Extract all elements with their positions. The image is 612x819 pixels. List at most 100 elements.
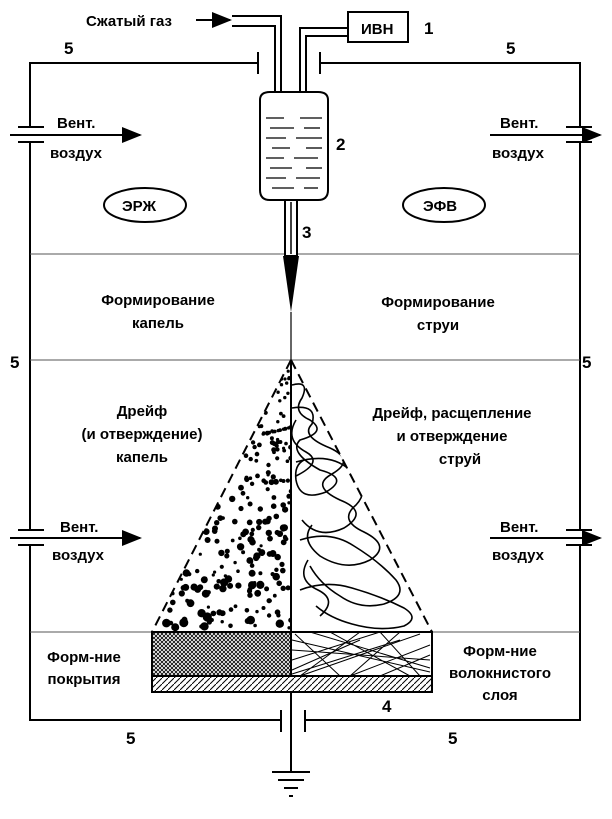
droplet [285,381,289,385]
capacitor-plates [18,52,592,732]
droplet [200,576,208,584]
droplet [227,582,234,589]
coating-1: Форм-ние [47,649,121,666]
label-5-bottom-right: 5 [448,729,457,748]
droplet [274,567,279,572]
droplet [280,585,286,591]
droplet [272,450,276,455]
droplet [238,505,244,512]
droplet [216,609,223,616]
droplet [275,619,284,628]
droplet [250,527,255,533]
droplet [275,447,280,452]
droplet [272,593,277,598]
droplet [279,411,283,416]
droplet [249,481,255,486]
label-1: 1 [424,19,433,38]
jets-formation-1: Формирование [381,294,495,311]
droplet [247,587,253,592]
droplet [276,420,280,424]
droplet [258,571,263,576]
vent-bottom-right-1: Вент. [500,519,538,536]
droplet [257,506,263,512]
droplet [232,518,238,525]
droplet [286,426,291,430]
droplet [276,390,280,394]
droplet [266,613,272,618]
droplet [268,479,275,486]
droplet [248,476,253,481]
droplet [276,580,283,587]
droplet [281,427,286,431]
droplet [288,488,291,494]
droplet [273,513,280,520]
droplet [252,444,257,450]
label-5-mid-right: 5 [582,353,591,372]
droplet [179,618,189,628]
compressed-gas-label: Сжатый газ [86,13,172,30]
droplet [262,518,269,525]
vent-bottom-left-2: воздух [52,547,105,564]
droplet [288,617,291,623]
drift-drops-2: (и отверждение) [82,426,203,443]
droplet [236,543,245,551]
droplet [211,573,215,577]
droplet [248,456,253,462]
droplet [265,529,272,537]
droplet [247,501,253,507]
fibrous-1: Форм-ние [463,643,537,660]
droplet [270,503,277,510]
droplet [249,538,256,546]
spray-cone [151,359,433,633]
droplet [254,451,260,457]
droplet [210,610,217,617]
droplet [238,484,244,491]
drift-jets-3: струй [439,451,481,468]
droplet [281,524,288,532]
droplet [171,623,180,632]
droplet [214,520,220,526]
droplet [228,623,233,629]
droplet [235,582,242,589]
droplet [195,568,200,574]
fibrous-2: волокнистого [449,665,551,682]
droplet [266,515,272,522]
droplet [261,606,266,610]
droplet [284,441,288,446]
droplet [248,569,256,577]
droplet [229,495,236,503]
droplet [204,537,211,543]
droplet [214,538,220,544]
drops-formation-1: Формирование [101,292,215,309]
ground-icon [272,692,310,797]
droplet [219,564,224,569]
electrode-plate [151,675,433,693]
label-4: 4 [382,697,392,716]
droplet [259,544,263,548]
droplet [246,496,250,500]
droplet [233,560,237,565]
erzh-label: ЭРЖ [122,198,156,215]
droplet [257,424,262,429]
droplet [246,615,255,625]
droplet [167,607,173,613]
droplet [217,515,224,521]
droplet [246,519,253,526]
drift-jets-1: Дрейф, расщепление [372,405,531,422]
droplet [255,609,259,614]
droplet [279,383,284,387]
droplet [271,430,275,434]
droplet [283,377,287,381]
droplet [224,548,230,554]
droplet [286,369,290,373]
droplet [275,456,280,461]
droplet [255,473,260,479]
droplet [286,493,291,499]
droplet [274,443,279,448]
droplet [244,477,250,483]
labels: Сжатый газ ИВН 1 2 3 4 5 5 5 5 5 5 Вент.… [10,13,591,748]
droplet [279,478,283,483]
droplet [218,549,225,557]
drift-drops-3: капель [116,449,168,466]
